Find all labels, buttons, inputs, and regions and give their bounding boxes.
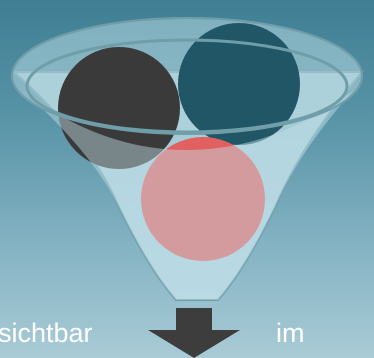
down-arrow-icon <box>148 308 240 358</box>
caption-left-text: sichtbar <box>0 308 93 358</box>
caption-right-text: im <box>276 308 305 358</box>
